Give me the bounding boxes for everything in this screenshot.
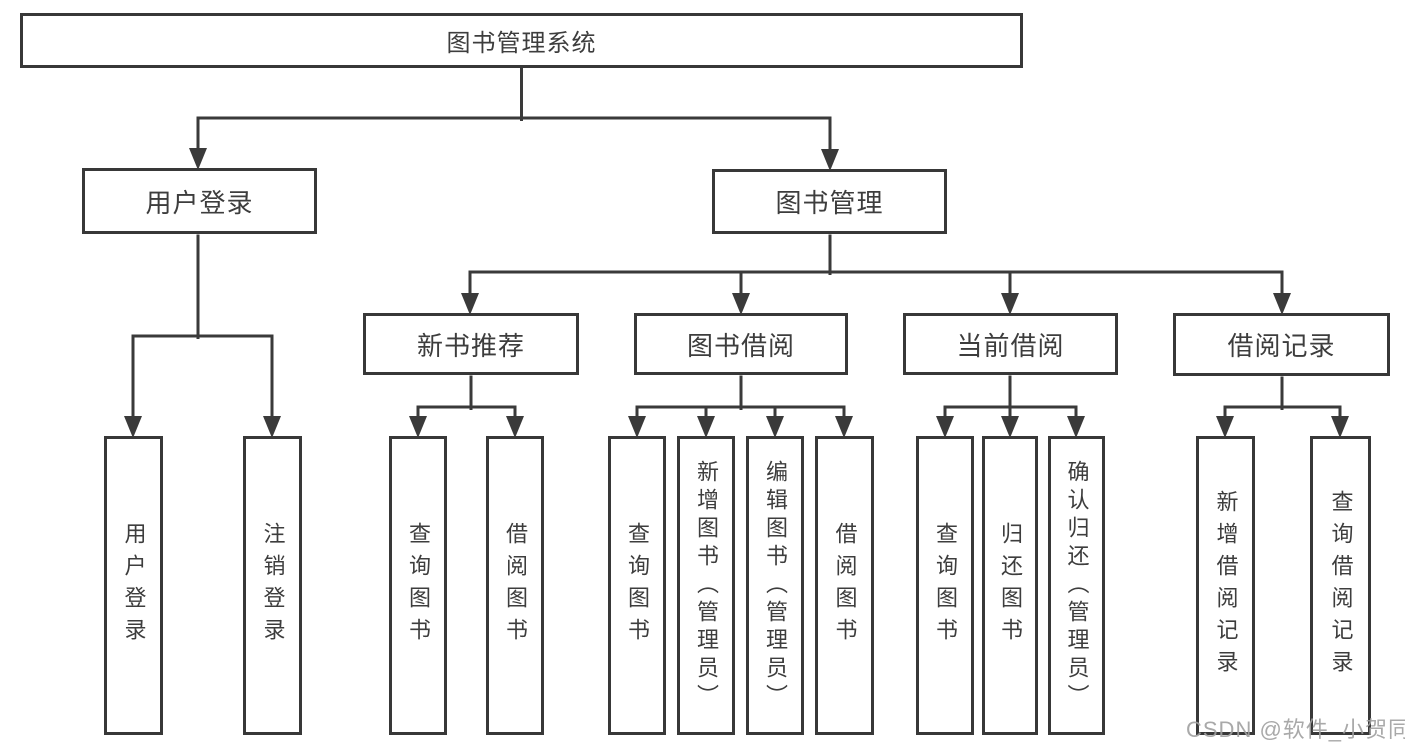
leaf-query-borrow-record: 查询借阅记录 xyxy=(1310,436,1371,735)
node-label: 新书推荐 xyxy=(416,330,525,361)
node-label: 新增借阅记录 xyxy=(1213,489,1239,682)
node-new-book-recommend: 新书推荐 xyxy=(363,313,579,375)
node-root: 图书管理系统 xyxy=(20,13,1023,68)
node-label: 借阅图书 xyxy=(503,521,528,650)
node-borrow-records: 借阅记录 xyxy=(1173,313,1390,376)
leaf-query-books-borrowing: 查询图书 xyxy=(608,436,666,735)
node-label: 借阅图书 xyxy=(832,521,858,650)
leaf-add-book-admin: 新增图书（管理员） xyxy=(677,436,735,735)
node-label: 查询图书 xyxy=(625,521,650,650)
node-book-management: 图书管理 xyxy=(712,169,947,234)
leaf-query-books-current: 查询图书 xyxy=(916,436,974,735)
leaf-edit-book-admin: 编辑图书（管理员） xyxy=(746,436,804,735)
node-label: 图书管理系统 xyxy=(446,30,597,57)
leaf-borrow-books-recommend: 借阅图书 xyxy=(486,436,544,735)
node-label: 查询借阅记录 xyxy=(1328,489,1354,682)
leaf-add-borrow-record: 新增借阅记录 xyxy=(1196,436,1255,735)
leaf-confirm-return-admin: 确认归还（管理员） xyxy=(1048,436,1105,735)
node-label: 用户登录 xyxy=(145,187,254,218)
leaf-logout: 注销登录 xyxy=(243,436,302,735)
node-label: 图书借阅 xyxy=(686,330,795,361)
watermark-text: CSDN @软件_小贺同学 xyxy=(1186,717,1405,742)
node-label: 归还图书 xyxy=(998,521,1023,650)
node-label: 用户登录 xyxy=(121,521,147,650)
node-label: 确认归还（管理员） xyxy=(1064,459,1090,712)
leaf-borrow-books-borrowing: 借阅图书 xyxy=(815,436,874,735)
node-label: 查询图书 xyxy=(933,521,958,650)
node-book-borrowing: 图书借阅 xyxy=(634,313,848,375)
node-label: 当前借阅 xyxy=(956,330,1065,361)
leaf-query-books-recommend: 查询图书 xyxy=(389,436,447,735)
node-label: 查询图书 xyxy=(406,521,431,650)
node-label: 新增图书（管理员） xyxy=(694,459,719,712)
node-label: 借阅记录 xyxy=(1227,331,1336,361)
leaf-return-book: 归还图书 xyxy=(982,436,1038,735)
node-label: 图书管理 xyxy=(775,188,884,218)
node-label: 注销登录 xyxy=(260,521,286,650)
node-user-login: 用户登录 xyxy=(82,168,317,234)
leaf-user-login: 用户登录 xyxy=(104,436,163,735)
node-current-borrowing: 当前借阅 xyxy=(903,313,1118,375)
node-label: 编辑图书（管理员） xyxy=(763,459,788,712)
